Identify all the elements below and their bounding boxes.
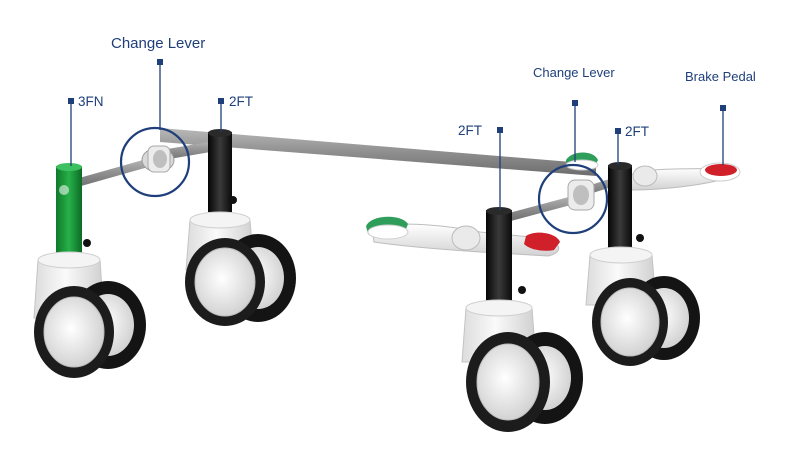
marker-2ft-right bbox=[615, 128, 621, 134]
change-lever-right-part bbox=[565, 152, 599, 211]
caster-front bbox=[366, 207, 583, 432]
marker-3fn bbox=[68, 98, 74, 104]
label-change-lever-right: Change Lever bbox=[533, 65, 615, 80]
marker-2ft-front bbox=[497, 127, 503, 133]
label-brake-pedal: Brake Pedal bbox=[685, 69, 756, 84]
brake-lever-arm bbox=[627, 162, 741, 191]
label-change-lever-left: Change Lever bbox=[111, 35, 206, 52]
label-3fn: 3FN bbox=[78, 94, 104, 109]
callout-leaders bbox=[68, 59, 726, 210]
marker-2ft-rear-left bbox=[218, 98, 224, 104]
frame-rods bbox=[72, 128, 627, 222]
change-lever-left-part bbox=[141, 145, 175, 173]
label-2ft-rear-left: 2FT bbox=[229, 94, 254, 109]
marker-brake-pedal bbox=[720, 105, 726, 111]
marker-change-lever-right bbox=[572, 100, 578, 106]
black-stem-right bbox=[608, 165, 632, 255]
caster-3fn bbox=[33, 163, 146, 378]
label-2ft-front: 2FT bbox=[458, 123, 483, 138]
main-frame-bar bbox=[160, 128, 596, 176]
highlight-circle-right-lever bbox=[537, 163, 609, 235]
connecting-rod-front bbox=[505, 194, 582, 222]
marker-change-lever-left bbox=[157, 59, 163, 65]
highlight-circle-left-lever bbox=[119, 126, 191, 198]
red-pedal-front bbox=[524, 232, 560, 251]
black-stem-front bbox=[486, 210, 512, 310]
black-stem-rear-left bbox=[208, 132, 232, 212]
caster-right bbox=[585, 162, 700, 366]
caster-rear-left bbox=[185, 129, 296, 326]
green-stem-3fn bbox=[56, 166, 82, 258]
label-2ft-right: 2FT bbox=[625, 124, 650, 139]
red-brake-pedal-right bbox=[705, 164, 737, 176]
connecting-rod-left bbox=[72, 158, 152, 188]
